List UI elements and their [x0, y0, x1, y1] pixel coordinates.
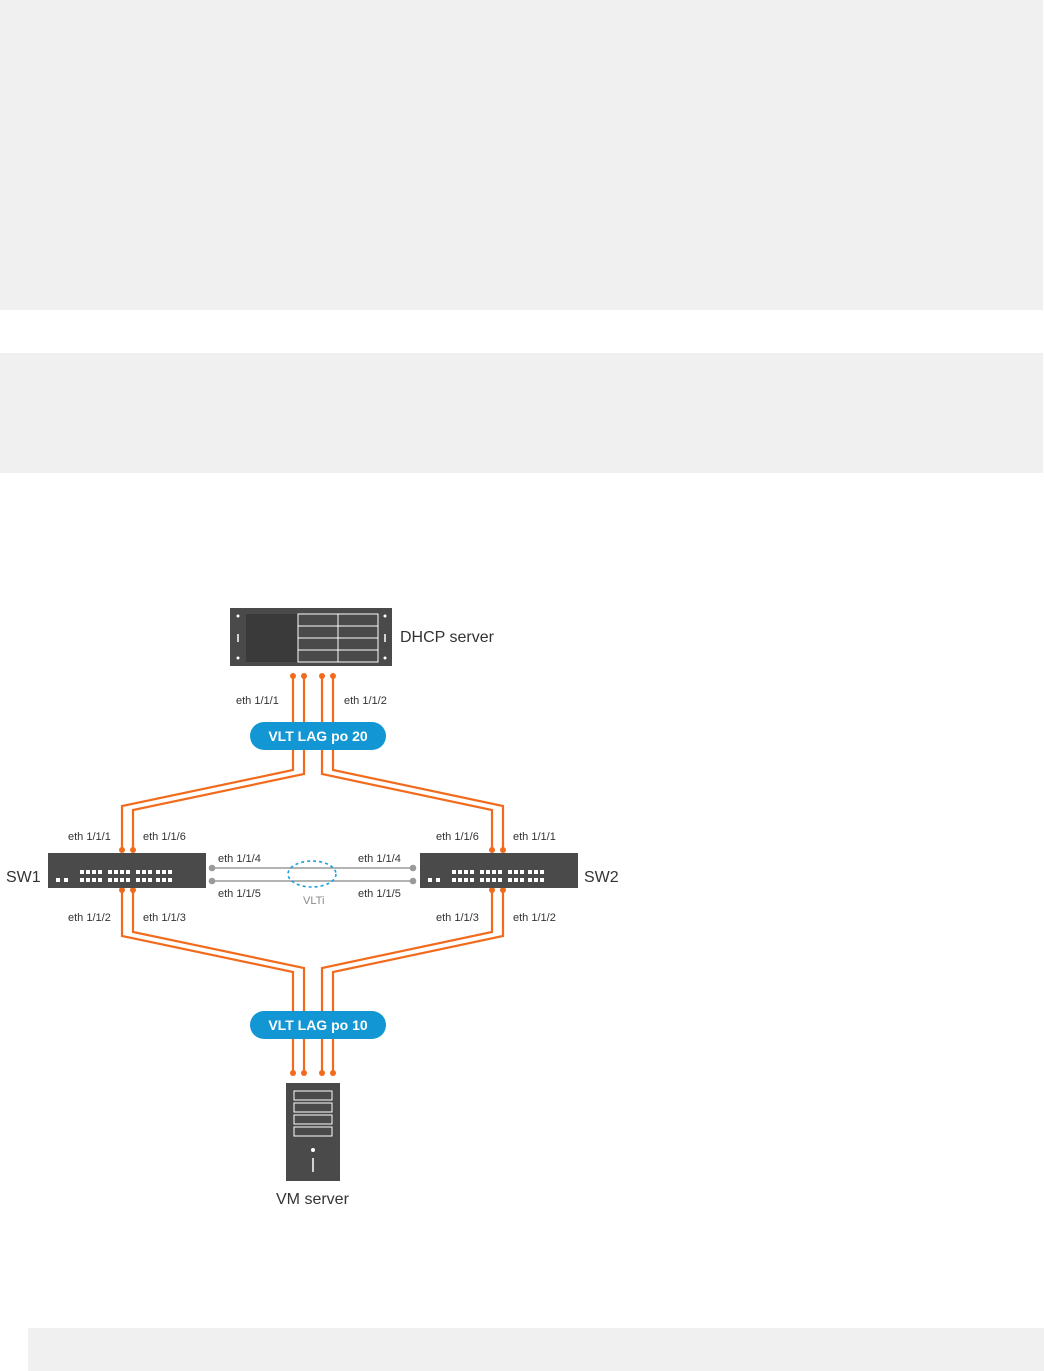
lag-po20-pill: VLT LAG po 20	[250, 722, 386, 750]
sw2-switch-icon	[420, 853, 578, 888]
sw2-label: SW2	[584, 869, 619, 886]
vlti-ring	[287, 860, 337, 888]
sw1-label: SW1	[6, 869, 41, 886]
link-end-dots	[119, 673, 506, 1076]
lag-po10-label: VLT LAG po 10	[268, 1017, 368, 1033]
port-label-sw2-top-left: eth 1/1/6	[436, 831, 479, 843]
vm-server-label: VM server	[276, 1191, 350, 1208]
port-label-sw1-vlti-bottom: eth 1/1/5	[218, 888, 261, 900]
dhcp-server-label: DHCP server	[400, 629, 495, 646]
lag-po10-pill: VLT LAG po 10	[250, 1011, 386, 1039]
vm-server-icon	[286, 1083, 340, 1181]
port-label-sw2-vlti-top: eth 1/1/4	[358, 853, 401, 865]
port-label-sw1-bottom-left: eth 1/1/2	[68, 912, 111, 924]
port-label-sw2-vlti-bottom: eth 1/1/5	[358, 888, 401, 900]
port-label-sw1-top-right: eth 1/1/6	[143, 831, 186, 843]
vlt-topology-diagram: DHCP server SW1 SW2	[6, 608, 619, 1208]
port-label-sw2-bottom-left: eth 1/1/3	[436, 912, 479, 924]
code-block	[28, 1328, 1044, 1371]
dhcp-server-icon	[230, 608, 392, 666]
port-label-sw1-top-left: eth 1/1/1	[68, 831, 111, 843]
port-label-sw1-vlti-top: eth 1/1/4	[218, 853, 261, 865]
code-block	[0, 353, 1043, 473]
port-label-dhcp-left: eth 1/1/1	[236, 695, 279, 707]
port-label-sw1-bottom-right: eth 1/1/3	[143, 912, 186, 924]
code-block	[0, 0, 1043, 310]
lag-po20-label: VLT LAG po 20	[268, 728, 368, 744]
vlti-label: VLTi	[303, 895, 324, 907]
sw1-switch-icon	[48, 853, 206, 888]
port-label-sw2-top-right: eth 1/1/1	[513, 831, 556, 843]
port-label-dhcp-right: eth 1/1/2	[344, 695, 387, 707]
port-label-sw2-bottom-right: eth 1/1/2	[513, 912, 556, 924]
vlti-links	[208, 864, 417, 885]
